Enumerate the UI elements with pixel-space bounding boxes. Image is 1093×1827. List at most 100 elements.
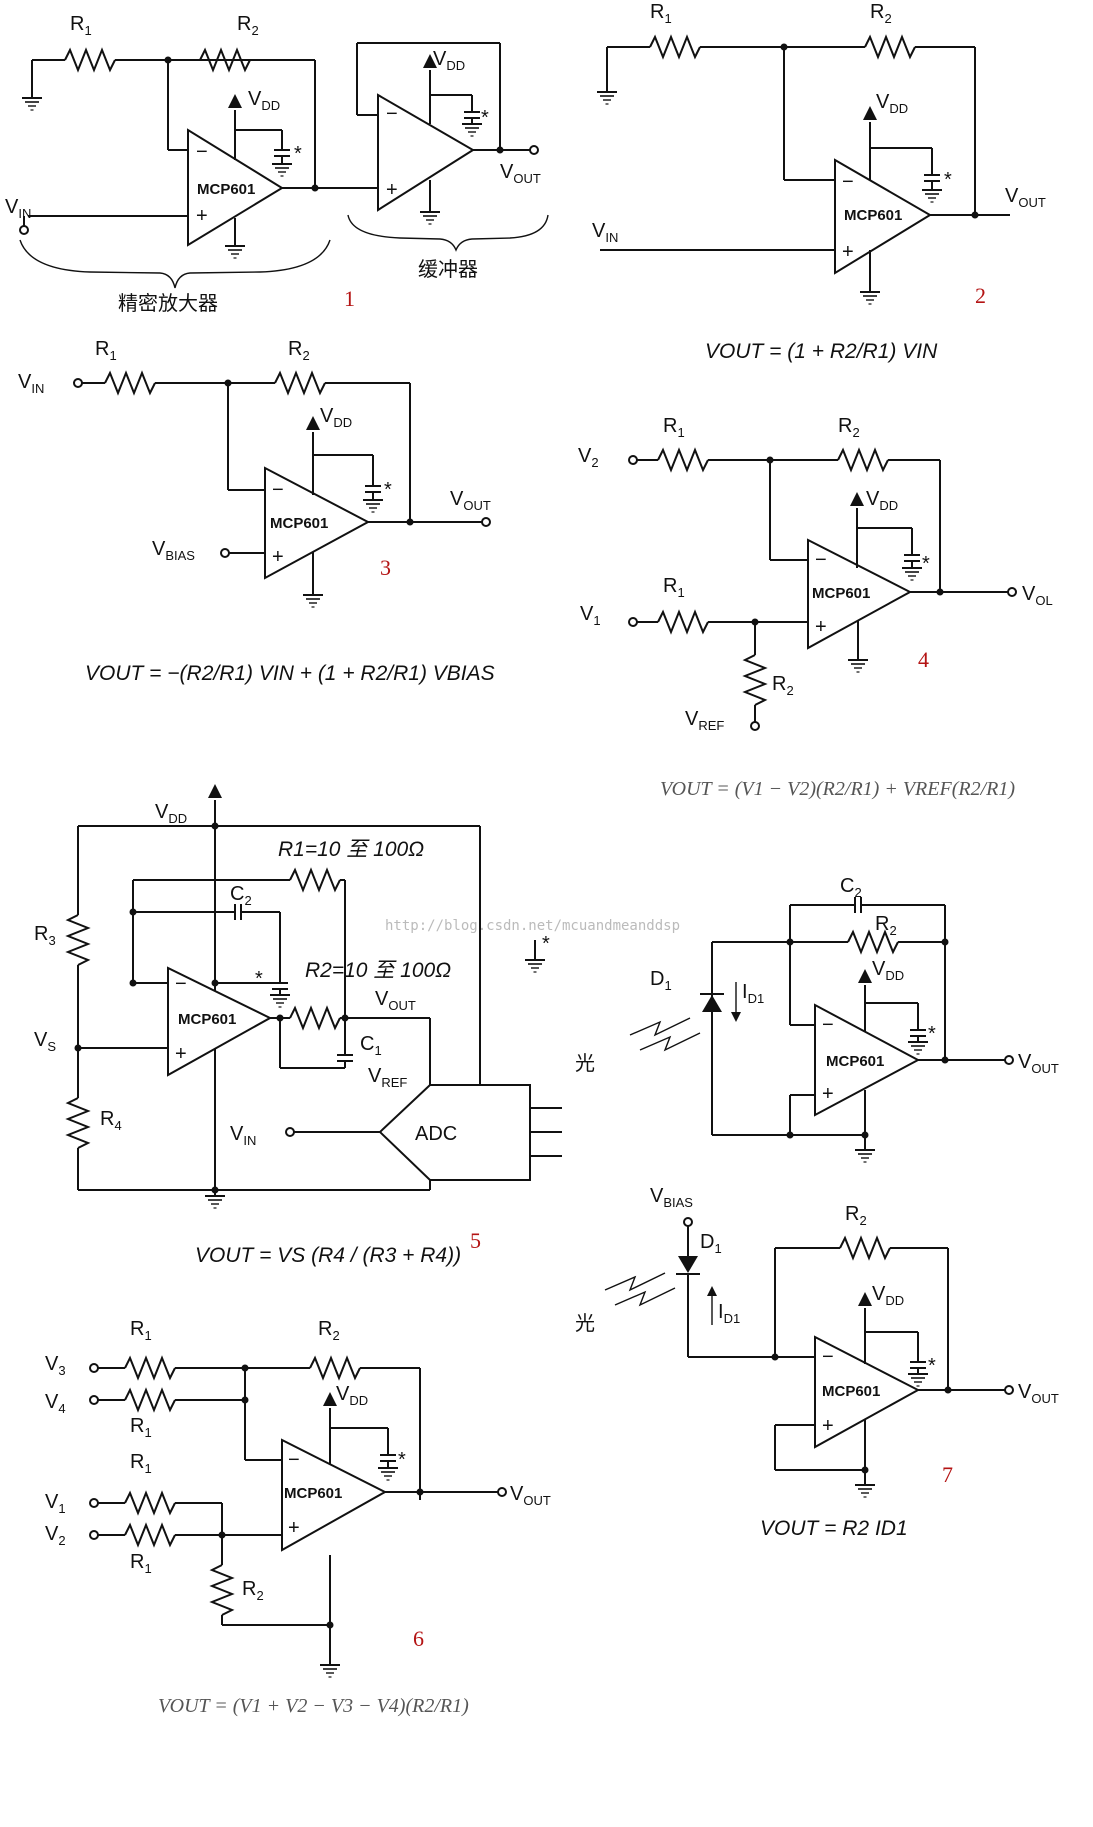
svg-text:+: + xyxy=(272,546,284,568)
svg-text:VDD: VDD xyxy=(155,801,187,826)
resistor-r1 xyxy=(64,47,116,73)
svg-text:−: − xyxy=(272,479,284,501)
svg-text:MCP601: MCP601 xyxy=(822,1383,880,1400)
svg-text:*: * xyxy=(922,553,930,575)
circuit-5-adc-reference: VDD R3 R4 VS − + MCP601 xyxy=(34,784,562,1267)
svg-text:*: * xyxy=(384,479,392,501)
svg-text:V4: V4 xyxy=(45,1391,66,1416)
svg-text:R3: R3 xyxy=(34,923,56,948)
circuit-number-2: 2 xyxy=(975,283,986,308)
svg-text:V3: V3 xyxy=(45,1353,66,1378)
svg-text:R2: R2 xyxy=(318,1318,340,1343)
circuit-photodiode-transimpedance: C2 R2 D1 ID1 光 − + MCP601 xyxy=(575,875,1059,1163)
opamp-mcp601-2 xyxy=(834,158,932,275)
svg-text:R1: R1 xyxy=(130,1318,152,1343)
circuit-6-summing-difference: V3 V4 V1 V2 − + xyxy=(45,1318,551,1717)
svg-text:D1: D1 xyxy=(650,968,672,993)
svg-text:+: + xyxy=(822,1415,834,1437)
formula-2: VOUT = (1 + R2/R1) VIN xyxy=(705,340,938,363)
formula-5: VOUT = VS (R4 / (R3 + R4)) xyxy=(195,1244,461,1267)
svg-text:R1: R1 xyxy=(663,415,685,440)
svg-text:VOUT: VOUT xyxy=(500,161,541,186)
svg-text:C1: C1 xyxy=(360,1033,382,1058)
svg-text:R4: R4 xyxy=(100,1108,122,1133)
svg-text:*: * xyxy=(928,1355,936,1377)
circuit-number-3: 3 xyxy=(380,555,391,580)
opamp-mcp601-photo-1 xyxy=(814,1003,921,1117)
svg-text:VOUT: VOUT xyxy=(450,488,491,513)
svg-text:MCP601: MCP601 xyxy=(270,515,328,532)
svg-text:−: − xyxy=(822,1014,834,1036)
svg-text:−: − xyxy=(386,103,398,125)
svg-text:VOUT: VOUT xyxy=(510,1483,551,1508)
svg-text:光: 光 xyxy=(575,1311,595,1335)
svg-text:VDD: VDD xyxy=(336,1383,368,1408)
svg-text:MCP601: MCP601 xyxy=(284,1485,342,1502)
circuit-7-photodiode-bias: VBIAS D1 ID1 光 R2 − + MCP601 VDD xyxy=(575,1185,1059,1540)
svg-text:VDD: VDD xyxy=(433,48,465,73)
svg-text:VIN: VIN xyxy=(18,371,44,396)
svg-text:VIN: VIN xyxy=(5,196,31,221)
svg-text:VDD: VDD xyxy=(866,488,898,513)
svg-text:VDD: VDD xyxy=(248,88,280,113)
svg-text:MCP601: MCP601 xyxy=(844,207,902,224)
svg-text:VIN: VIN xyxy=(592,220,618,245)
svg-text:*: * xyxy=(255,968,263,990)
svg-text:ADC: ADC xyxy=(415,1123,457,1145)
svg-text:ID1: ID1 xyxy=(742,981,764,1006)
svg-text:VDD: VDD xyxy=(872,958,904,983)
svg-text:精密放大器: 精密放大器 xyxy=(118,291,218,315)
svg-text:V2: V2 xyxy=(578,445,599,470)
adc-block xyxy=(378,1084,531,1181)
circuit-number-6: 6 xyxy=(413,1626,424,1651)
svg-text:*: * xyxy=(294,143,302,165)
svg-text:VBIAS: VBIAS xyxy=(650,1185,693,1210)
svg-text:缓冲器: 缓冲器 xyxy=(418,257,478,281)
circuit-3-inverting-amp-bias: VIN − + MCP601 VBIAS VDD * VOUT R1 xyxy=(18,338,495,685)
svg-text:−: − xyxy=(815,549,827,571)
svg-text:VREF: VREF xyxy=(368,1065,407,1090)
svg-text:VOL: VOL xyxy=(1022,583,1053,608)
svg-text:V1: V1 xyxy=(580,603,601,628)
svg-text:VBIAS: VBIAS xyxy=(152,538,195,563)
formula-6: VOUT = (V1 + V2 − V3 − V4)(R2/R1) xyxy=(158,1695,469,1717)
svg-text:VIN: VIN xyxy=(230,1123,256,1148)
svg-text:VOUT: VOUT xyxy=(375,988,416,1013)
svg-text:VREF: VREF xyxy=(685,708,724,733)
svg-text:−: − xyxy=(822,1346,834,1368)
opamp-mcp601-5 xyxy=(167,966,273,1077)
svg-text:*: * xyxy=(928,1023,936,1045)
opamp-mcp601-6 xyxy=(281,1438,388,1552)
opamp-mcp601-7 xyxy=(814,1335,921,1449)
svg-text:D1: D1 xyxy=(700,1231,722,1256)
svg-text:MCP601: MCP601 xyxy=(197,181,255,198)
svg-text:VOUT: VOUT xyxy=(1005,185,1046,210)
svg-text:MCP601: MCP601 xyxy=(826,1053,884,1070)
svg-text:R2: R2 xyxy=(875,913,897,938)
svg-text:+: + xyxy=(386,179,398,201)
svg-text:R2: R2 xyxy=(870,1,892,26)
svg-text:VDD: VDD xyxy=(876,91,908,116)
circuit-4-difference-amp: V2 − + MCP601 V1 R2 VREF VDD xyxy=(578,415,1053,800)
svg-text:R2: R2 xyxy=(845,1203,867,1228)
svg-text:ID1: ID1 xyxy=(718,1301,740,1326)
svg-text:R2: R2 xyxy=(237,13,259,38)
svg-text:R1: R1 xyxy=(130,1451,152,1476)
svg-text:−: − xyxy=(175,973,187,995)
circuit-number-4: 4 xyxy=(918,647,929,672)
svg-text:R2: R2 xyxy=(288,338,310,363)
svg-text:MCP601: MCP601 xyxy=(812,585,870,602)
svg-text:C2: C2 xyxy=(230,883,252,908)
svg-text:R2: R2 xyxy=(838,415,860,440)
r1-value-note: R1=10 至 100Ω xyxy=(278,838,424,861)
svg-text:−: − xyxy=(288,1449,300,1471)
vout-terminal-1 xyxy=(529,145,539,155)
circuit-2-noninverting-amp: − + MCP601 VIN VDD * VOUT R1 R2 2 VOUT =… xyxy=(592,1,1046,363)
svg-text:+: + xyxy=(288,1517,300,1539)
circuit-number-1: 1 xyxy=(344,286,355,311)
svg-text:−: − xyxy=(842,171,854,193)
svg-text:R1: R1 xyxy=(95,338,117,363)
svg-text:R1: R1 xyxy=(130,1415,152,1440)
svg-text:VOUT: VOUT xyxy=(1018,1381,1059,1406)
